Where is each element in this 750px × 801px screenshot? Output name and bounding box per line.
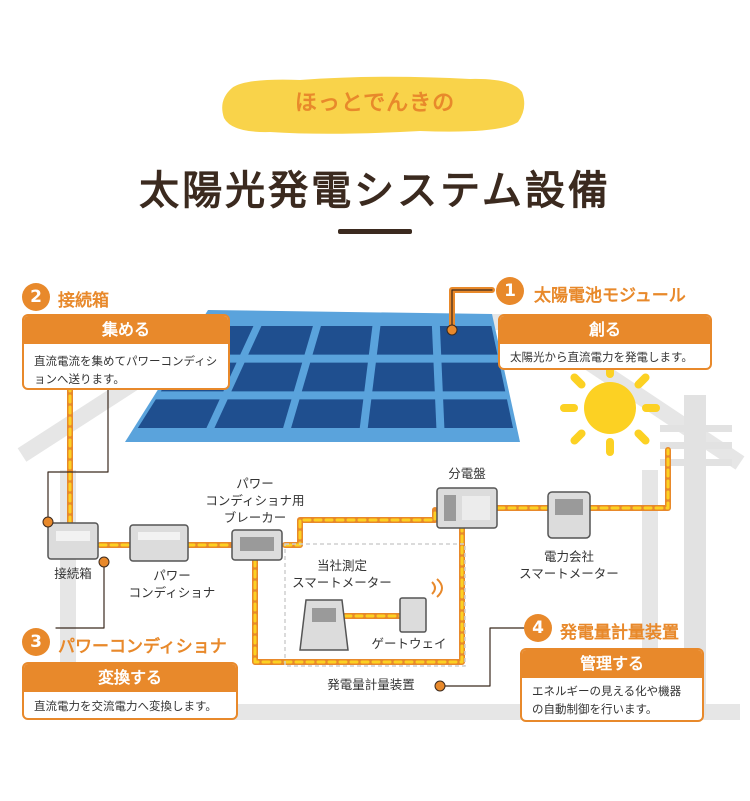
step-1-card: 創る 太陽光から直流電力を発電します。 (498, 314, 712, 370)
metering-device-label: 発電量計量装置 (327, 677, 415, 692)
solar-cell (376, 326, 434, 355)
step-1-title: 太陽電池モジュール (534, 286, 686, 306)
utility-smart-meter-icon (547, 491, 591, 539)
step-4-card: 管理する エネルギーの見える化や機器の自動制御を行います。 (520, 648, 704, 722)
solar-cell (372, 362, 435, 392)
junction-box-label: 接続箱 (54, 566, 92, 581)
utility-meter-label: 電力会社 スマートメーター (519, 549, 619, 581)
step-3-card-title: 変換する (24, 664, 236, 692)
distribution-board-icon (436, 487, 498, 529)
breaker-label: パワー コンディショナ用 ブレーカー (205, 476, 305, 525)
utility-pole (660, 395, 732, 715)
solar-cell (248, 326, 313, 355)
page-title: 太陽光発電システム設備 (139, 168, 611, 214)
step-2-card: 集める 直流電流を集めてパワーコンディションへ送ります。 (22, 314, 230, 390)
title-underline (338, 229, 412, 234)
junction-box-icon (47, 522, 99, 560)
step-2-title: 接続箱 (58, 291, 109, 311)
company-meter-label: 当社測定 スマートメーター (292, 558, 392, 590)
banner-subtitle: ほっとでんきの (294, 91, 456, 116)
step-2-card-title: 集める (24, 316, 228, 344)
step-3-number: 3 (22, 628, 50, 656)
metering-area-box (284, 543, 466, 667)
solar-cell (214, 399, 292, 428)
step-4-card-title: 管理する (522, 650, 702, 678)
step-2-number: 2 (22, 283, 50, 311)
solar-cell (312, 326, 373, 355)
solar-cell (137, 399, 220, 428)
solar-cell (443, 399, 514, 428)
step-1-number: 1 (496, 277, 524, 305)
power-conditioner-icon (129, 524, 189, 562)
power-conditioner-label: パワー コンディショナ (128, 568, 216, 600)
solar-cell (301, 362, 368, 392)
connector-dots (42, 324, 458, 692)
company-smart-meter-icon (299, 599, 349, 651)
wiring (47, 287, 671, 687)
step-3-card: 変換する 直流電力を交流電力へ変換します。 (22, 662, 238, 720)
gateway-label: ゲートウェイ (371, 636, 447, 651)
gateway-icon (399, 578, 443, 633)
distribution-board-label: 分電盤 (448, 466, 486, 481)
banner-shape (222, 76, 525, 134)
step-1-card-title: 創る (500, 316, 710, 344)
step-4-number: 4 (524, 614, 552, 642)
step-4-title: 発電量計量装置 (560, 623, 679, 643)
sun-icon (560, 360, 660, 456)
step-3-title: パワーコンディショナ (58, 637, 227, 657)
solar-cell (291, 399, 364, 428)
solar-cell (367, 399, 437, 428)
solar-cell (441, 362, 506, 392)
step-2-card-body: 直流電流を集めてパワーコンディションへ送ります。 (34, 354, 218, 387)
breaker-icon (231, 529, 283, 561)
step-1-card-body: 太陽光から直流電力を発電します。 (510, 350, 693, 364)
step-4-card-body: エネルギーの見える化や機器の自動制御を行います。 (532, 684, 682, 717)
solar-cell (231, 362, 303, 392)
step-3-card-body: 直流電力を交流電力へ変換します。 (34, 699, 217, 713)
